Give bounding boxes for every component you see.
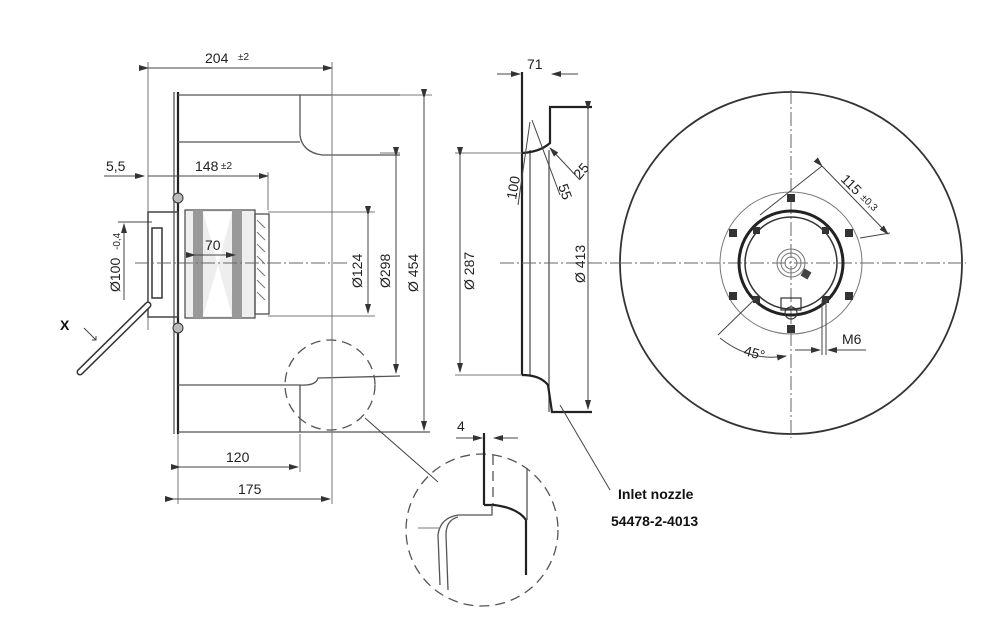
dim-flange-offset: 5,5 — [106, 158, 126, 174]
dim-bolt-spacing: 115 — [838, 171, 865, 198]
dim-shaft-dia-tol: -0,4 — [112, 232, 123, 250]
dim-thread: M6 — [842, 331, 862, 347]
dim-nozzle-width: 71 — [527, 56, 543, 72]
nozzle-section-view: 71 100 55 25 Ø 287 Ø 413 — [455, 56, 620, 491]
dim-shaft-dia: Ø100 — [107, 258, 123, 292]
dim-overall-length: 204 — [205, 50, 229, 66]
dim-radius-25: 25 — [570, 160, 592, 182]
note-line-2: 54478-2-4013 — [611, 513, 698, 529]
dim-bolt-spacing-tol: ±0,3 — [858, 192, 880, 214]
dim-detail-gap: 4 — [457, 418, 465, 434]
detail-callout-circle — [284, 339, 376, 431]
dim-hub-dia: Ø124 — [349, 254, 365, 288]
motor — [147, 192, 270, 334]
dim-motor-length: 148 — [195, 158, 219, 174]
dim-nozzle-outer-dia: Ø 413 — [572, 245, 588, 283]
view-marker-x: X — [60, 317, 70, 333]
dim-radius-100: 100 — [503, 175, 523, 201]
note-line-1: Inlet nozzle — [618, 486, 694, 502]
view-arrow-icon — [83, 327, 97, 341]
dim-overall-length-tol: ±2 — [238, 52, 249, 63]
dim-angle: 45° — [742, 342, 767, 363]
note-leader-line — [559, 404, 611, 491]
impeller-bottom-contour — [178, 375, 401, 386]
dim-outer-dia: Ø 454 — [405, 254, 421, 292]
dim-depth-120: 120 — [226, 449, 250, 465]
cable — [76, 301, 152, 376]
dim-rotor-width: 70 — [205, 237, 221, 253]
impeller-top-contour — [178, 94, 400, 156]
bolt-circle — [719, 191, 863, 335]
dim-motor-length-tol: ±2 — [221, 161, 232, 172]
dim-nozzle-inner-dia: Ø 287 — [461, 252, 477, 290]
front-view: 115 ±0,3 45° M6 — [618, 90, 966, 438]
motor-flange — [737, 209, 845, 317]
side-view: X 204 ±2 5,5 148 ±2 70 Ø100 -0,4 Ø124 Ø2… — [60, 50, 439, 504]
dim-depth-175: 175 — [238, 481, 262, 497]
dim-inner-dia: Ø298 — [377, 254, 393, 288]
detail-view: 4 — [405, 418, 559, 607]
detail-circle — [405, 453, 559, 607]
dim-radius-55: 55 — [555, 182, 575, 202]
